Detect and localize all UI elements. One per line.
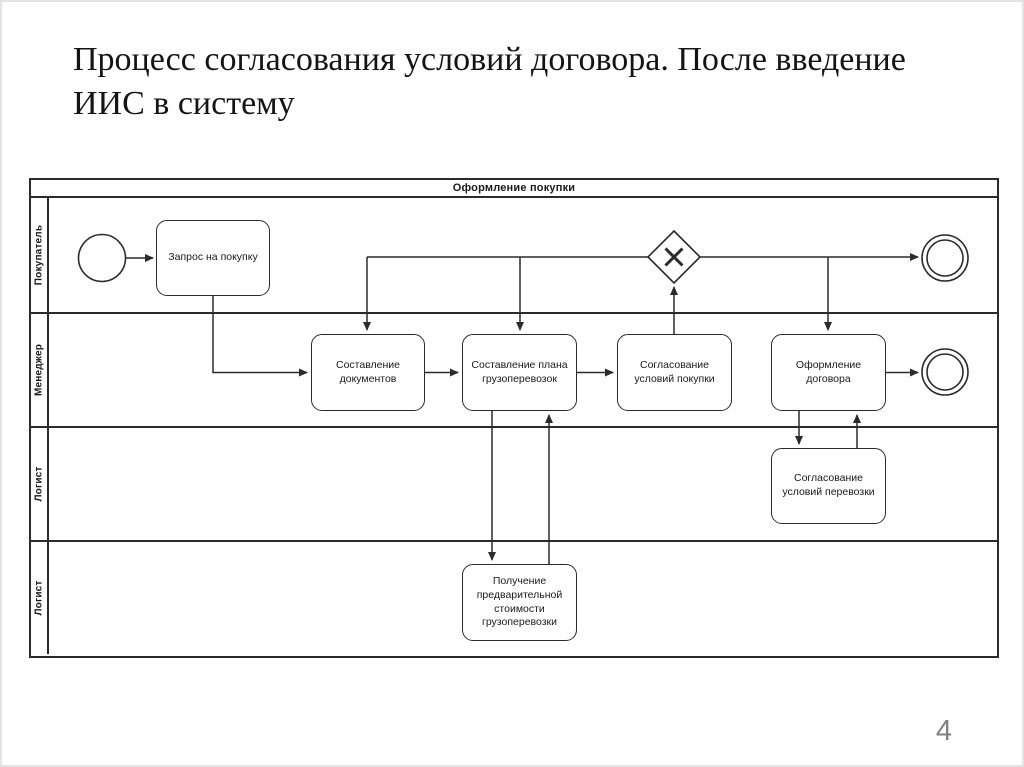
lane-label-cell: Логист xyxy=(31,428,49,540)
lane-label-cell: Менеджер xyxy=(31,314,49,426)
sequence-flows xyxy=(125,253,919,564)
lane-label-cell: Покупатель xyxy=(31,198,49,312)
lane-label-cell: Логист xyxy=(31,542,49,654)
task-docs: Составление документов xyxy=(311,334,425,411)
flow-layer xyxy=(77,229,969,564)
task-plan: Составление плана грузоперевозок xyxy=(462,334,577,411)
task-purchase-terms: Согласование условий покупки xyxy=(617,334,732,411)
task-transport-terms: Согласование условий перевозки xyxy=(771,448,886,524)
flow-request-to-docs xyxy=(212,296,308,377)
lane-buyer: Покупатель xyxy=(31,198,997,312)
task-request: Запрос на покупку xyxy=(156,220,270,296)
slide-title: Процесс согласования условий договора. П… xyxy=(73,41,906,122)
page-number: 4 xyxy=(935,715,953,747)
lane-manager: Менеджер xyxy=(31,312,997,426)
lane-logist-2: Логист xyxy=(31,540,997,654)
bpmn-events xyxy=(77,229,969,396)
lane-logist-1: Логист xyxy=(31,426,997,540)
pool-title: Оформление покупки xyxy=(31,180,997,198)
end-event-buyer-inner-icon xyxy=(926,239,964,277)
bpmn-pool: Оформление покупки Покупатель Менеджер Л… xyxy=(29,178,999,658)
start-event-icon xyxy=(77,233,127,283)
gateway-x-marker-icon xyxy=(664,247,684,267)
task-contract: Оформление договора xyxy=(771,334,886,411)
lanes-container: Покупатель Менеджер Логист Логист xyxy=(31,198,997,654)
task-cost: Получение предварительной стоимости груз… xyxy=(462,564,577,641)
end-event-manager-inner-icon xyxy=(926,353,964,391)
